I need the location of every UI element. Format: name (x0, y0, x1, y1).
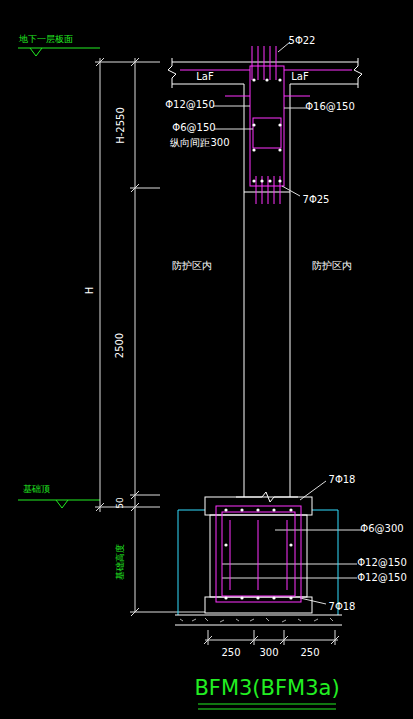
annotation: 250 (221, 647, 240, 658)
dimension-text: H-2550 (114, 107, 125, 144)
title-underline (198, 704, 336, 709)
annotation: Φ6@300 (360, 523, 403, 534)
foundation-outline (178, 510, 338, 615)
annotation: Φ12@150 (357, 557, 407, 568)
annotation: 7Φ18 (329, 601, 356, 612)
annotation: Φ16@150 (305, 101, 355, 112)
annotation: 地下一层板面 (19, 35, 73, 45)
annotation: Φ12@150 (165, 99, 215, 110)
level-mark (18, 48, 100, 508)
dimension-text: 2500 (114, 332, 125, 357)
foundation-beam (175, 497, 342, 625)
annotation: 防护区内 (172, 260, 212, 271)
dimension-line (204, 630, 339, 645)
lean-concrete (180, 618, 333, 622)
annotation: 5Φ22 (289, 35, 316, 46)
annotation: LaF (291, 71, 308, 82)
annotation: 7Φ25 (303, 194, 330, 205)
annotation: LaF (196, 71, 213, 82)
rebar-dot (224, 508, 292, 599)
foundation-rebar (216, 506, 301, 602)
drawing-title: BFM3(BFM3a) (194, 676, 339, 700)
annotation: 250 (300, 647, 319, 658)
dimension-text: H (85, 286, 96, 294)
annotation: Φ12@150 (357, 572, 407, 583)
annotation: 300 (259, 647, 278, 658)
annotation: 纵向间距300 (170, 137, 229, 148)
dimension-text: 50 (116, 497, 126, 508)
slab (168, 58, 362, 502)
leader-line (213, 42, 362, 604)
annotation: 7Φ18 (329, 474, 356, 485)
rebar-dot (252, 78, 281, 182)
annotation: 防护区内 (312, 260, 352, 271)
dimension-text: 基础高度 (116, 544, 126, 580)
annotation: Φ6@150 (172, 122, 215, 133)
annotation: 基础顶 (23, 485, 50, 495)
